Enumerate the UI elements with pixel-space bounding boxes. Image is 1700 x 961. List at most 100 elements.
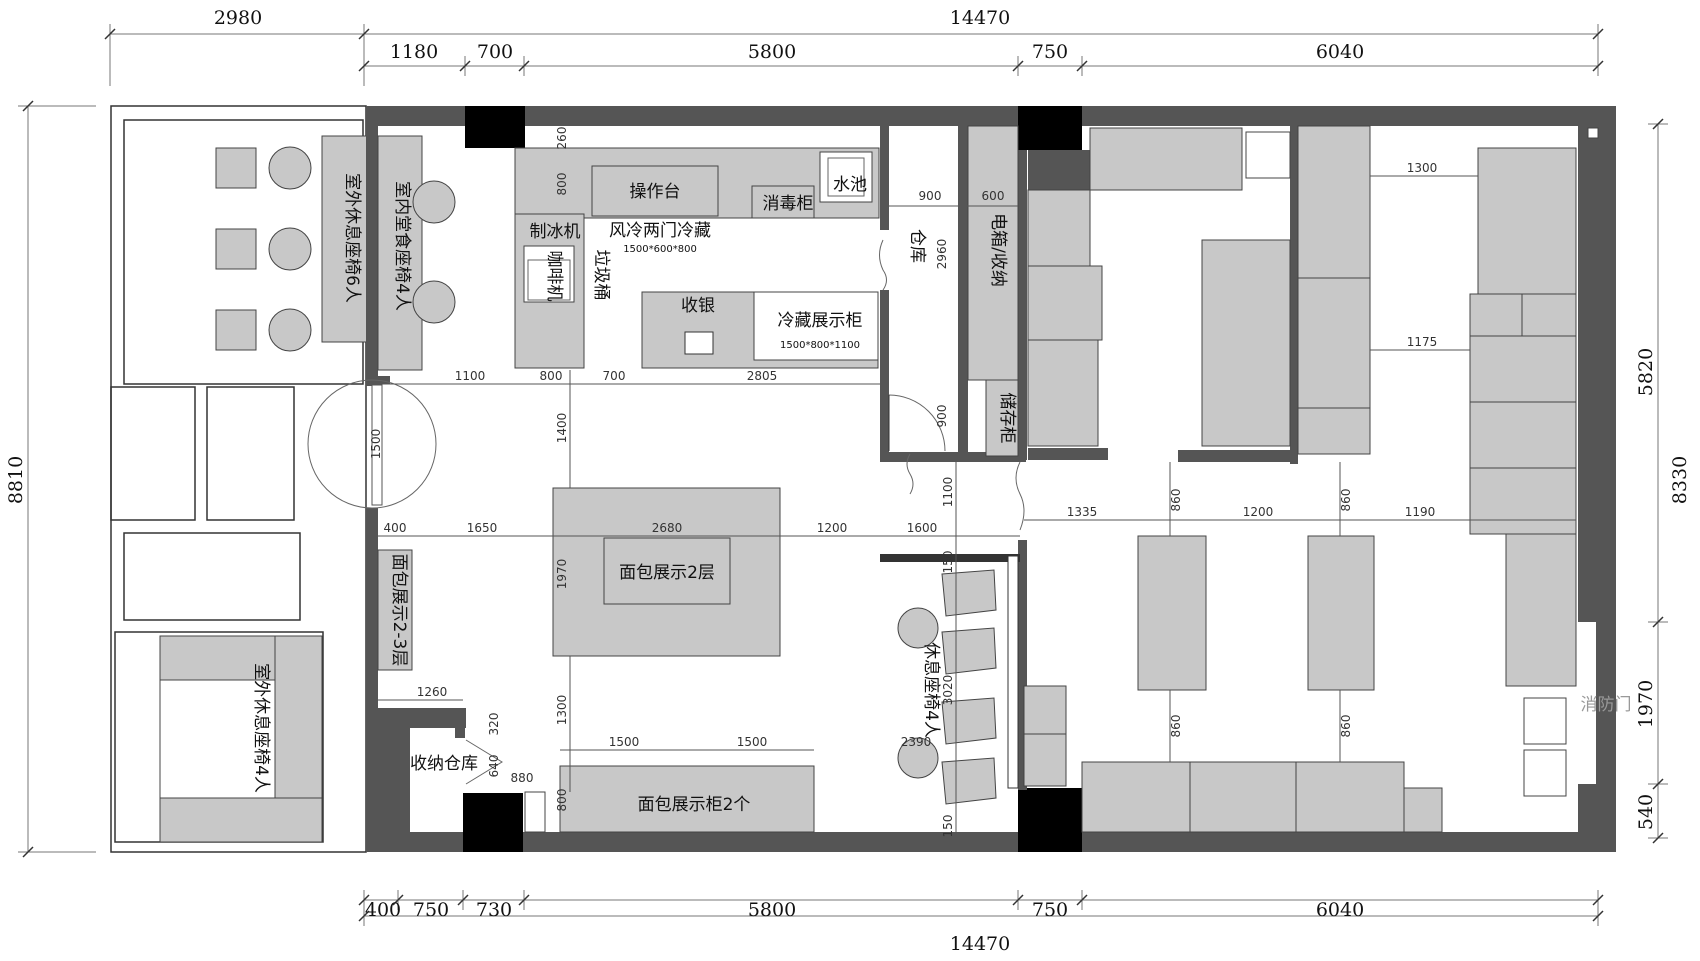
label-warehouse: 仓库	[907, 229, 927, 263]
dimension-label: 1500	[737, 735, 768, 749]
dimension-label: 2390	[901, 735, 932, 749]
dimension-label: 1500	[609, 735, 640, 749]
label-sink: 水池	[833, 175, 867, 195]
dim-top-2980: 2980	[214, 7, 262, 29]
label-bread-display-wall: 面包展示2-3层	[389, 554, 409, 667]
building-walls	[366, 106, 1616, 852]
dim-bottom-6040: 6040	[1316, 899, 1364, 921]
dimension-label: 900	[919, 189, 942, 203]
dimension-label: 800	[540, 369, 563, 383]
dimension-label: 320	[487, 713, 501, 736]
dim-top-6040: 6040	[1316, 41, 1364, 63]
rest-seating-4: 休息座椅4人	[897, 555, 1019, 805]
label-storage-room: 收纳仓库	[410, 754, 478, 774]
label-ice-machine: 制冰机	[530, 222, 581, 242]
dimension-label: 1200	[1243, 505, 1274, 519]
dimension-ticks	[22, 28, 1664, 922]
dim-right-5820: 5820	[1635, 348, 1657, 396]
dimension-label: 150	[941, 815, 955, 838]
dimension-label: 1970	[555, 559, 569, 590]
label-fridge-size: 1500*600*800	[623, 244, 697, 255]
label-fire-door: 消防门	[1581, 695, 1632, 715]
dimension-label: 1400	[555, 413, 569, 444]
dimension-label: 1500	[369, 429, 383, 460]
label-outdoor-seats-4: 室外休息座椅4人	[251, 663, 271, 793]
outdoor-seating-6: 室外休息座椅6人	[215, 135, 373, 352]
dim-right-540: 540	[1635, 794, 1657, 830]
label-work-table: 操作台	[630, 182, 681, 202]
label-display-fridge: 冷藏展示柜	[778, 311, 863, 331]
label-trash: 垃圾桶	[591, 250, 611, 301]
dimension-label: 260	[555, 127, 569, 150]
dimension-label: 1100	[941, 477, 955, 508]
dim-bottom-5800: 5800	[748, 899, 796, 921]
dim-top-5800: 5800	[748, 41, 796, 63]
outdoor-area	[110, 105, 367, 853]
dimension-label: 800	[555, 173, 569, 196]
dimension-label: 640	[487, 755, 501, 778]
dimension-label: 600	[982, 189, 1005, 203]
label-display-fridge-size: 1500*800*1100	[780, 340, 860, 351]
dim-bottom-750b: 750	[1032, 899, 1068, 921]
dim-bottom-14470: 14470	[950, 933, 1010, 955]
bread-display-island: 面包展示2层	[552, 487, 781, 657]
dim-right-8330: 8330	[1669, 456, 1691, 504]
dim-top-700: 700	[477, 41, 513, 63]
label-indoor-seats-4: 室内堂食座椅4人	[392, 181, 412, 311]
dimension-label: 1100	[455, 369, 486, 383]
bread-cabinets: 面包展示柜2个	[524, 765, 815, 833]
warehouse-room: 仓库 电箱/收纳 储存柜	[907, 125, 1019, 457]
dimension-label: 800	[555, 789, 569, 812]
dim-left-8810: 8810	[5, 456, 27, 504]
storage-room: 收纳仓库	[410, 739, 503, 785]
dimension-label: 3020	[941, 675, 955, 706]
dimension-label: 2805	[747, 369, 778, 383]
label-bread-cabinets: 面包展示柜2个	[638, 795, 751, 815]
dimension-label: 1600	[907, 521, 938, 535]
dimension-label: 1650	[467, 521, 498, 535]
label-storage-cabinet: 储存柜	[997, 393, 1017, 444]
outdoor-seating-4: 室外休息座椅4人	[159, 635, 323, 843]
dimension-label: 1335	[1067, 505, 1098, 519]
label-coffee-machine: 咖啡机	[544, 251, 564, 302]
right-wing-furniture	[1023, 125, 1599, 833]
dim-bottom-750: 750	[413, 899, 449, 921]
label-outdoor-seats-6: 室外休息座椅6人	[342, 173, 362, 303]
dim-bottom-400: 400	[365, 899, 401, 921]
dimension-label: 150	[941, 551, 955, 574]
dimension-label: 700	[603, 369, 626, 383]
dimension-label: 860	[1339, 489, 1353, 512]
label-rest-seats-4: 休息座椅4人	[921, 642, 941, 738]
dimension-label: 2960	[935, 239, 949, 270]
dim-top-14470: 14470	[950, 7, 1010, 29]
label-meter-box: 电箱/收纳	[988, 213, 1008, 287]
dimension-label: 1200	[817, 521, 848, 535]
dimension-label: 1300	[1407, 161, 1438, 175]
bread-display-wall: 面包展示2-3层	[377, 549, 413, 671]
dimension-label: 860	[1169, 715, 1183, 738]
dimension-label: 1300	[555, 695, 569, 726]
dimension-label: 400	[384, 521, 407, 535]
kitchen-counters	[514, 147, 880, 369]
label-sterilizer: 消毒柜	[763, 194, 814, 214]
dimension-label: 1260	[417, 685, 448, 699]
dim-right-1970: 1970	[1635, 680, 1657, 728]
dimension-label: 860	[1339, 715, 1353, 738]
dimension-label: 860	[1169, 489, 1183, 512]
right-wing-dim-lines	[378, 175, 1576, 840]
inner-dimensions: 1300 1175 1335 1200 1190 860 860 860 860…	[369, 127, 1437, 838]
dim-bottom-730: 730	[476, 899, 512, 921]
label-fridge: 风冷两门冷藏	[609, 221, 711, 241]
dimension-label: 880	[511, 771, 534, 785]
label-cashier: 收银	[681, 296, 715, 316]
label-bread-display-island: 面包展示2层	[619, 563, 715, 583]
dimension-label: 1175	[1407, 335, 1438, 349]
dim-top-1180: 1180	[390, 41, 438, 63]
doors	[307, 239, 1025, 531]
dimension-label: 900	[935, 405, 949, 428]
dimension-label: 2680	[652, 521, 683, 535]
dim-top-750: 750	[1032, 41, 1068, 63]
dimension-label: 1190	[1405, 505, 1436, 519]
indoor-seating-4: 室内堂食座椅4人	[377, 135, 456, 371]
